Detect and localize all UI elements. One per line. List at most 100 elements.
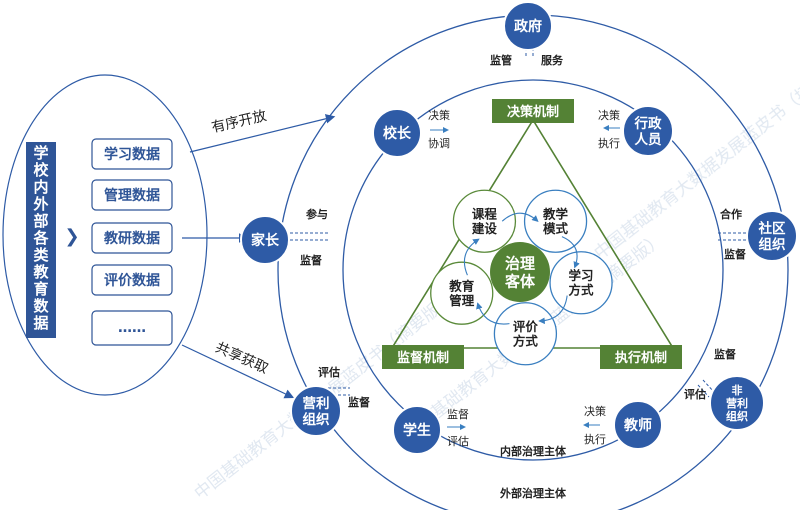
actor-node-circle: [372, 108, 422, 158]
data-item-box: [91, 222, 173, 254]
data-panel-title-char: 内: [33, 178, 48, 196]
actor-node-parents: 家长: [240, 215, 290, 265]
core-petal-label-line-1: 学习: [569, 268, 594, 283]
data-panel-title-char: 部: [33, 212, 48, 230]
core-center-text-line-1: 治理: [505, 255, 535, 273]
nonprofit-supervise-label: 监督: [714, 347, 736, 361]
data-panel-title-char: 外: [32, 195, 48, 213]
execution-mechanism-label: 执行机制: [615, 350, 667, 366]
actor-node-label-line-2: 营利: [726, 396, 748, 410]
admin-decide-label: 决策: [598, 108, 620, 122]
share-flow-arrow: [181, 344, 295, 399]
data-panel-title-char: 学: [33, 144, 48, 162]
actor-node-circle: [240, 215, 290, 265]
actor-node-circle: [709, 375, 765, 431]
actor-node-circle: [622, 105, 674, 157]
core-petal-label-line-1: 教育: [448, 278, 475, 293]
actor-nodes: 政府校长行政人员社区组织家长营利组织学生教师非营利组织: [240, 1, 798, 455]
admin-execute-label: 执行: [598, 136, 620, 150]
core-petal-arrow: [501, 212, 539, 222]
data-panel-title-char: 教: [32, 263, 49, 281]
data-panel-arrow-icon: ❯: [64, 226, 79, 247]
core-petal-label-line-1: 课程: [472, 206, 498, 221]
forprofit-supervise-label: 监督: [348, 395, 370, 409]
actor-node-circle: [613, 400, 663, 450]
parents-supervise-label: 监督: [300, 253, 322, 267]
actor-node-label: 政府: [514, 18, 542, 35]
teacher-execute-label: 执行: [584, 432, 606, 446]
forprofit-evaluate-label: 评估: [318, 365, 340, 379]
core-petal-bubble: [452, 189, 517, 253]
core-petal-arrow: [561, 236, 580, 269]
core-petal-label-line-1: 教学: [542, 206, 569, 221]
actor-node-label-line-3: 组织: [726, 409, 748, 423]
execution-mechanism-box: [600, 345, 682, 369]
core-petal-label-line-2: 方式: [513, 334, 539, 349]
actor-node-label-line-1: 营利: [303, 395, 330, 412]
data-item-label: 教研数据: [104, 230, 160, 247]
actor-node-label-line-2: 人员: [635, 132, 662, 148]
gov-supervise-label: 监管: [490, 53, 512, 67]
actor-node-label-line-1: 行政: [634, 115, 663, 132]
community-supervise-label: 监督: [724, 247, 746, 261]
actor-node-label-line-2: 组织: [759, 236, 787, 253]
inner-ring: [342, 79, 724, 461]
relation-labels: 监管 服务 决策 协调 决策 执行 合作 监督 参与 监督 评估 监督 监督 评…: [300, 53, 746, 448]
parents-participate-label: 参与: [306, 207, 328, 221]
actor-node-label-line-2: 组织: [303, 411, 330, 428]
actor-node-government: 政府: [503, 1, 553, 51]
actor-node-label: 家长: [251, 232, 280, 249]
principal-decide-label: 决策: [428, 108, 450, 122]
actor-node-circle: [746, 210, 798, 262]
actor-node-student: 学生: [392, 405, 442, 455]
actor-node-circle: [290, 385, 342, 437]
actor-node-teacher: 教师: [613, 400, 663, 450]
core-petal-bubble: [523, 189, 588, 253]
actor-node-circle: [503, 1, 553, 51]
data-item-label: 评价数据: [104, 272, 160, 289]
core-petal-label-line-2: 方式: [569, 283, 595, 298]
supervision-mechanism-box: [382, 345, 464, 369]
actor-node-label: 教师: [624, 417, 652, 434]
data-item-box: [91, 138, 173, 170]
core-petal-arrow: [476, 302, 510, 325]
community-cooperate-label: 合作: [720, 207, 742, 221]
teacher-decide-label: 决策: [584, 404, 606, 418]
core-petal-label-line-1: 评价: [513, 319, 539, 334]
data-panel-title: 学校内外部各类教育数据: [32, 144, 49, 332]
decision-mechanism-label: 决策机制: [507, 104, 559, 120]
core-petal-label-line-2: 建设: [472, 221, 498, 236]
supervision-mechanism-label: 监督机制: [397, 350, 449, 366]
data-panel-title-bar: [26, 142, 56, 338]
data-panel-title-char: 数: [33, 297, 49, 315]
data-panel-ellipse: [2, 74, 208, 396]
data-item-label: 学习数据: [104, 146, 160, 163]
principal-coordinate-label: 协调: [428, 136, 450, 150]
data-panel-title-char: 各: [32, 229, 49, 247]
inner-ring-label: 内部治理主体: [500, 444, 567, 458]
open-flow-label: 有序开放: [210, 108, 268, 136]
nonprofit-evaluate-label: 评估: [684, 387, 706, 401]
core-center-text-line-2: 客体: [504, 272, 536, 290]
core-petal-arrow: [463, 238, 480, 276]
actor-node-label: 校长: [383, 125, 412, 142]
actor-node-circle: [392, 405, 442, 455]
core-petal-label-line-2: 模式: [543, 221, 569, 236]
decision-mechanism-box: [492, 99, 574, 123]
data-item-label: ……: [118, 320, 146, 336]
actor-node-principal: 校长: [372, 108, 422, 158]
data-panel-title-char: 育: [33, 280, 48, 298]
data-item-box: [91, 179, 173, 211]
data-item-box: [91, 310, 173, 346]
open-flow-arrow: [189, 114, 336, 153]
student-supervise-label: 监督: [447, 407, 469, 421]
actor-node-label-line-1: 社区: [758, 220, 787, 237]
data-item-label: 管理数据: [104, 187, 160, 204]
